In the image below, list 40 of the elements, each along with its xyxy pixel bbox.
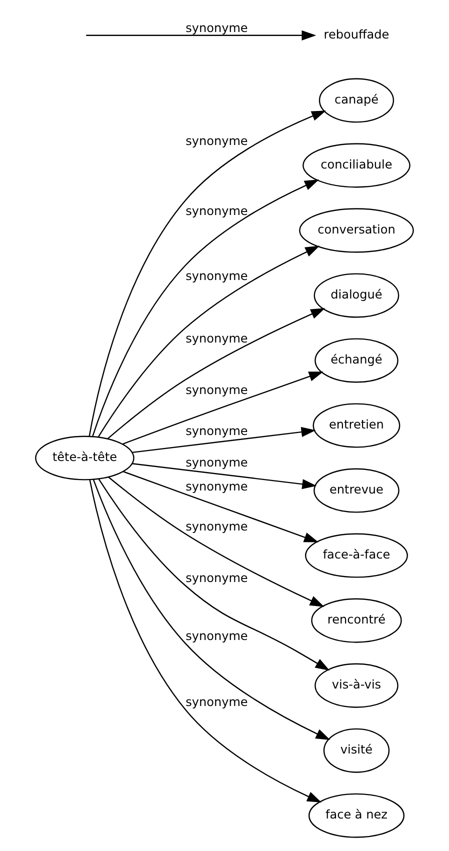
node-ellipse: conciliabule xyxy=(302,143,410,188)
edge-label: synonyme xyxy=(186,424,248,438)
edge-label: synonyme xyxy=(186,480,248,494)
edge-label: synonyme xyxy=(186,268,248,283)
edge-label: synonyme xyxy=(186,134,248,148)
node-ellipse: tête-à-tête xyxy=(35,436,134,480)
edge-label: synonyme xyxy=(186,695,248,710)
edge-label: synonyme xyxy=(186,519,248,534)
arrow xyxy=(89,480,322,802)
node-ellipse: face à nez xyxy=(308,793,404,838)
arrow xyxy=(123,471,319,542)
edge-label: synonyme xyxy=(186,204,248,218)
arrow xyxy=(132,426,316,454)
arrow xyxy=(108,476,324,607)
node-ellipse: entretien xyxy=(312,403,400,448)
arrow xyxy=(107,308,326,440)
node-ellipse: échangé xyxy=(314,338,398,383)
arrow xyxy=(88,110,326,436)
node-ellipse: visité xyxy=(323,728,390,773)
node-text: rebouffade xyxy=(324,27,390,42)
arrow xyxy=(92,180,320,437)
node-ellipse: rencontré xyxy=(311,598,402,643)
arrow xyxy=(98,478,330,671)
node-ellipse: conversation xyxy=(299,208,414,253)
arrow xyxy=(92,479,330,740)
arrow xyxy=(122,372,324,445)
arrow xyxy=(98,246,320,438)
node-ellipse: vis-à-vis xyxy=(314,663,398,708)
node-ellipse: dialogué xyxy=(314,273,400,318)
node-ellipse: entrevue xyxy=(314,468,400,513)
edge-label: synonyme xyxy=(186,571,248,586)
arrow xyxy=(132,463,317,490)
edge-label: synonyme xyxy=(186,455,248,470)
node-ellipse: face-à-face xyxy=(304,533,408,578)
edge-label: synonyme xyxy=(186,628,248,643)
edge-label: synonyme xyxy=(186,20,248,35)
arrow xyxy=(86,30,316,40)
node-ellipse: canapé xyxy=(318,78,394,123)
edge-label: synonyme xyxy=(186,383,248,398)
edge-label: synonyme xyxy=(186,331,248,346)
